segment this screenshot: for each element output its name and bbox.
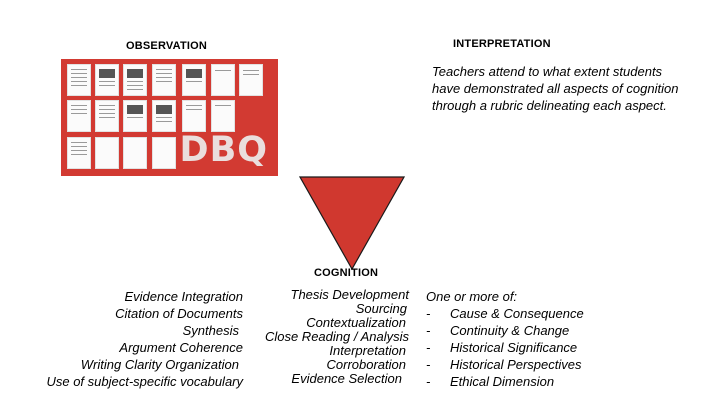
interpretation-heading: INTERPRETATION: [453, 38, 551, 50]
assessment-triangle: [299, 176, 405, 271]
list-item-label: Ethical Dimension: [450, 374, 555, 389]
list-item: Thesis Development: [290, 287, 410, 302]
list-item: Evidence Selection: [291, 371, 402, 386]
list-item: Synthesis: [182, 323, 239, 338]
dbq-label: DBQ: [179, 130, 268, 170]
bullet-dash: -: [426, 374, 431, 389]
document-thumbnail: [67, 100, 91, 132]
list-item: - Ethical Dimension: [426, 373, 584, 390]
bullet-dash: -: [426, 357, 431, 372]
list-item: Corroboration: [326, 357, 407, 372]
document-thumbnail: [123, 100, 147, 132]
document-thumbnail: [95, 100, 119, 132]
document-thumbnail: [152, 64, 176, 96]
document-thumbnail: [182, 64, 206, 96]
document-thumbnail: [67, 137, 91, 169]
list-intro: One or more of:: [426, 289, 518, 304]
interpretation-text: Teachers attend to what extent students …: [432, 64, 679, 113]
list-item: Evidence Integration: [124, 289, 243, 304]
list-item: Close Reading / Analysis: [264, 329, 409, 344]
list-item: Contextualization: [306, 315, 406, 330]
document-thumbnail: [152, 137, 176, 169]
list-item: Citation of Documents: [115, 306, 243, 321]
dbq-documents-image: DBQ: [61, 59, 278, 176]
document-thumbnail: [95, 137, 119, 169]
document-thumbnail: [239, 64, 263, 96]
document-thumbnail: [152, 100, 176, 132]
document-thumbnail: [67, 64, 91, 96]
list-item: Sourcing: [355, 301, 407, 316]
document-thumbnail: [211, 64, 235, 96]
bullet-dash: -: [426, 323, 431, 338]
list-item: - Historical Perspectives: [426, 356, 584, 373]
document-thumbnail: [123, 64, 147, 96]
document-thumbnail: [211, 100, 235, 132]
list-item: Use of subject-specific vocabulary: [46, 374, 243, 389]
list-item: - Historical Significance: [426, 339, 584, 356]
list-item-label: Continuity & Change: [450, 323, 570, 338]
list-item: - Continuity & Change: [426, 322, 584, 339]
document-thumbnail: [123, 137, 147, 169]
list-item-label: Cause & Consequence: [450, 306, 584, 321]
list-item-label: Historical Significance: [450, 340, 578, 355]
list-item: Writing Clarity Organization: [80, 357, 239, 372]
cognition-heading: COGNITION: [314, 267, 379, 279]
cognition-list-right: One or more of: - Cause & Consequence - Co…: [426, 288, 584, 390]
document-thumbnail: [182, 100, 206, 132]
list-item-label: Historical Perspectives: [450, 357, 582, 372]
cognition-list-middle: Thesis Development Sourcing Contextualiz…: [265, 288, 409, 386]
list-item: - Cause & Consequence: [426, 305, 584, 322]
list-item: Interpretation: [329, 343, 406, 358]
observation-heading: OBSERVATION: [126, 40, 208, 52]
bullet-dash: -: [426, 306, 431, 321]
cognition-list-left: Evidence Integration Citation of Documen…: [46, 288, 243, 390]
document-thumbnail: [95, 64, 119, 96]
list-item: Argument Coherence: [119, 340, 243, 355]
bullet-dash: -: [426, 340, 431, 355]
